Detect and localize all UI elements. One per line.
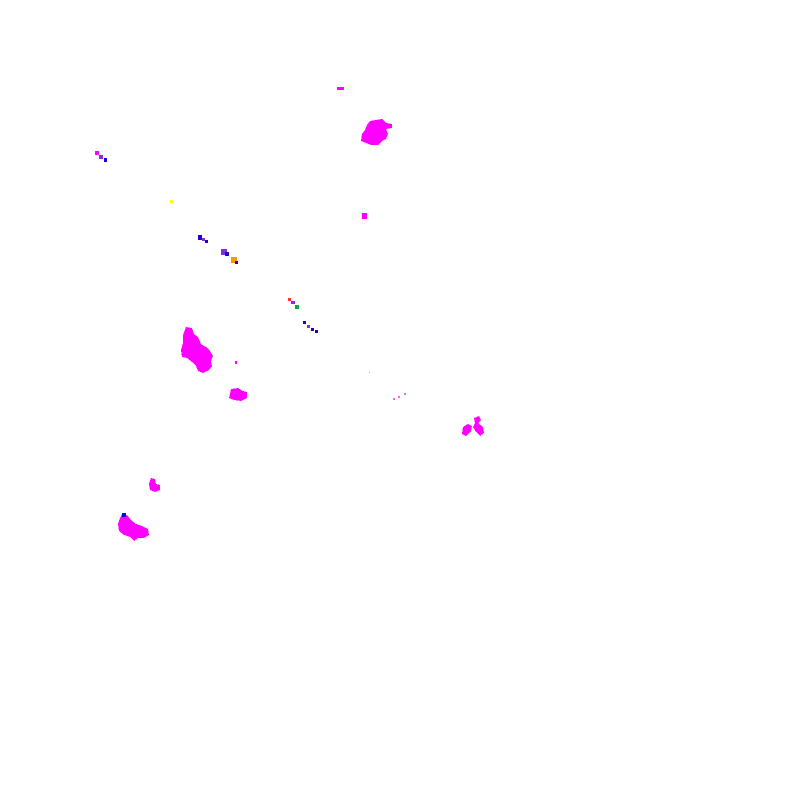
region-diagonal-band-5 <box>303 321 318 333</box>
region-mid-left <box>229 388 247 401</box>
region-lower-left-large <box>118 513 149 541</box>
region-diagonal-band-4 <box>288 298 299 309</box>
region-right-cluster <box>462 416 484 436</box>
region-center-small <box>362 213 367 219</box>
region-diagonal-band-1 <box>198 235 208 243</box>
region-top-right-cluster <box>361 119 392 145</box>
region-diagonal-band-3 <box>231 257 238 264</box>
region-left-speck <box>95 151 107 162</box>
region-diagonal-band-2 <box>221 249 229 256</box>
region-lower-left-small <box>149 478 160 492</box>
region-faint-specks <box>369 372 406 400</box>
region-yellow-dot <box>170 200 173 203</box>
region-top-small <box>337 87 344 90</box>
region-large-left <box>181 327 213 373</box>
region-center-speck <box>235 361 237 364</box>
